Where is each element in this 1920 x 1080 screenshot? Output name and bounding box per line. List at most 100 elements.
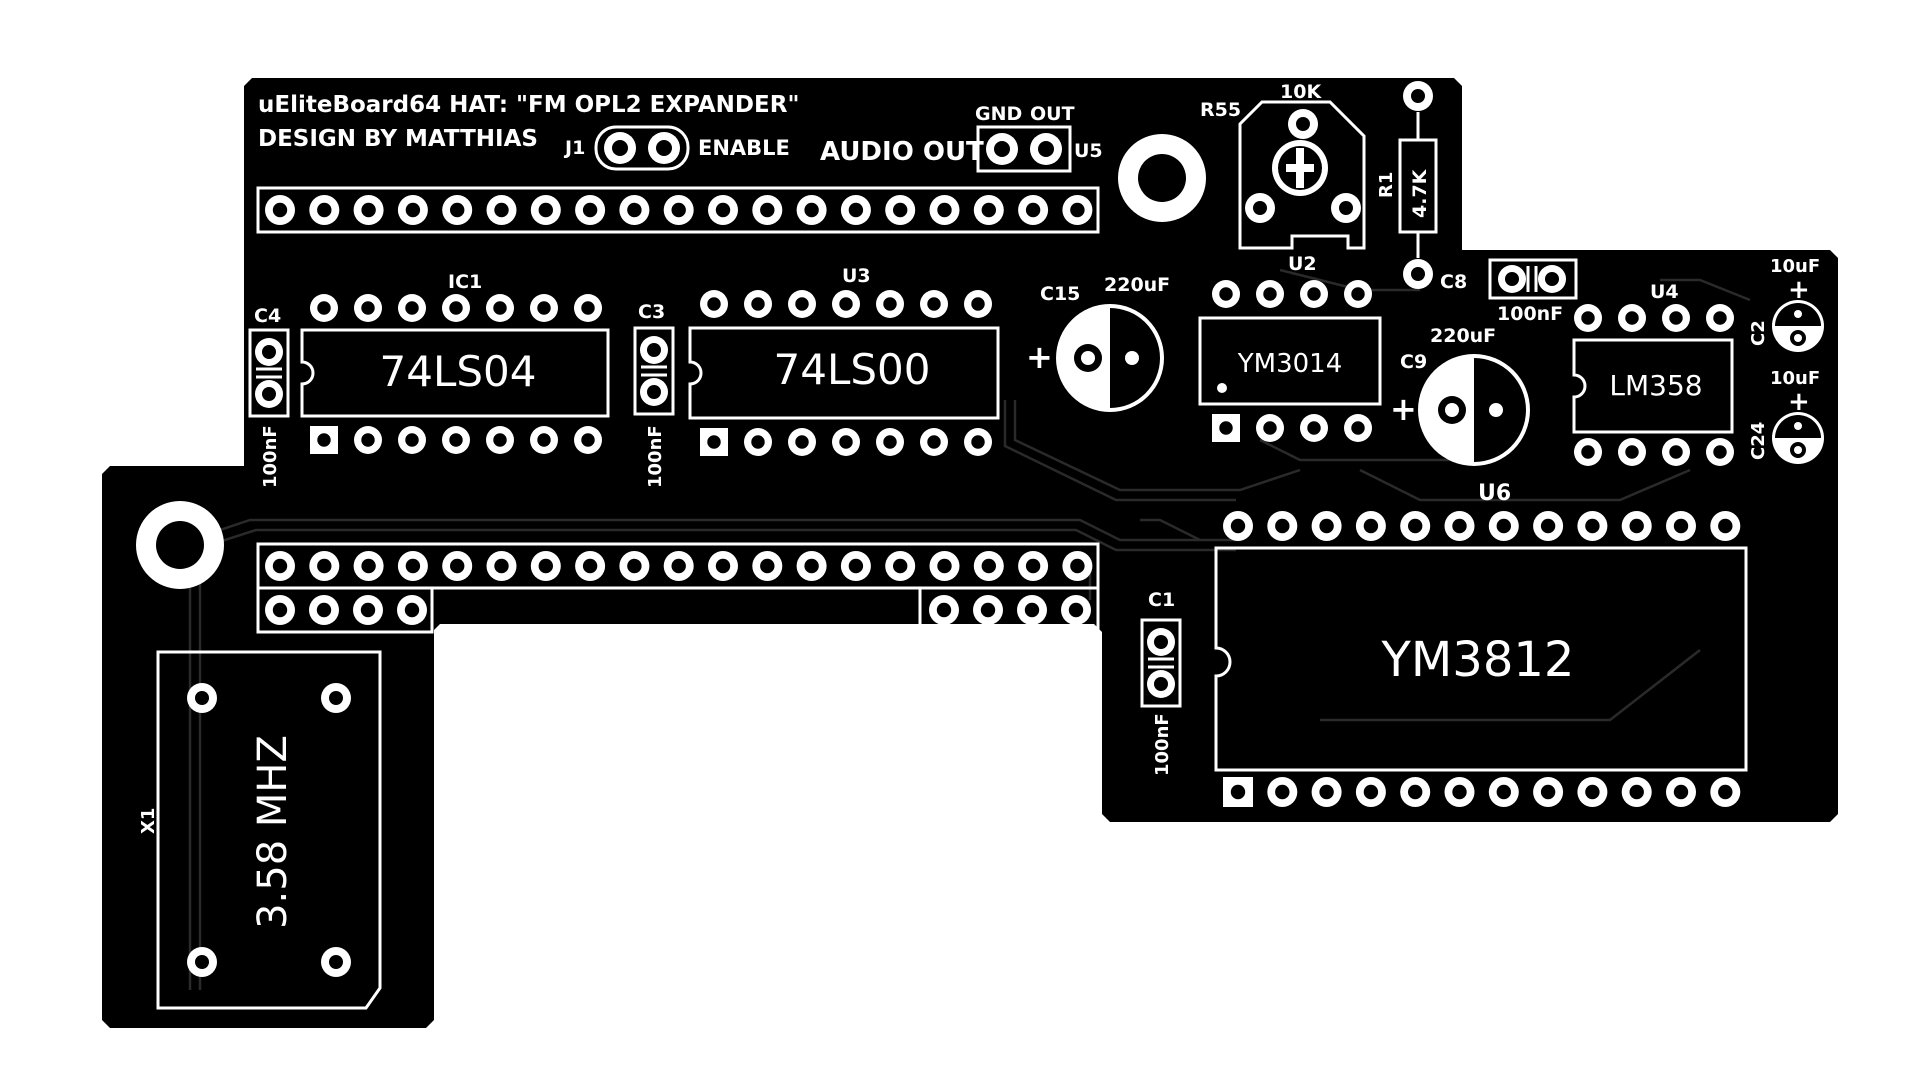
pad-hole [1625, 311, 1639, 325]
pad-hole [1581, 311, 1595, 325]
pad-hole [1585, 518, 1600, 534]
c4-outline [248, 328, 290, 418]
pad-hole [1408, 518, 1423, 534]
u3-ref-label: U3 [842, 265, 871, 287]
pad-hole [1713, 445, 1727, 459]
pad-hole [1713, 311, 1727, 325]
pad-hole [317, 301, 331, 315]
pad-hole [893, 558, 908, 574]
u6-chip-label: YM3812 [1381, 632, 1575, 688]
pad-hole [707, 435, 721, 449]
c1-capacitor [1147, 628, 1175, 698]
u3-chip-label: 74LS00 [774, 345, 931, 394]
c15-ref-label: C15 [1040, 283, 1080, 305]
ic1-outline [300, 328, 610, 418]
c3-capacitor [640, 336, 668, 406]
pad-hole [538, 558, 553, 574]
pad-hole [715, 558, 731, 574]
r55-ref-label: R55 [1200, 99, 1241, 121]
pad-hole [272, 202, 288, 218]
ic1-pins-bottom [310, 426, 602, 454]
pad-hole [1351, 421, 1365, 435]
u2-outline [1198, 316, 1382, 406]
c2-value-label: 10uF [1770, 256, 1820, 277]
c8-value-label: 100nF [1497, 303, 1563, 325]
pad-hole [405, 202, 421, 218]
pad-hole [1263, 287, 1277, 301]
c3-value-label: 100nF [645, 425, 666, 488]
r55-value-label: 10K [1280, 81, 1322, 103]
pad-hole [581, 433, 595, 447]
pad-hole [1408, 784, 1423, 800]
pad-hole [1673, 784, 1689, 800]
u2-chip-label: YM3014 [1237, 349, 1342, 379]
pad-hole [582, 558, 598, 574]
pad-hole [361, 202, 376, 218]
pad-hole [1718, 518, 1733, 534]
u2-pins-top [1212, 280, 1372, 308]
top-header [265, 195, 1093, 225]
j1-outline [594, 125, 690, 171]
u4-pins-top [1574, 304, 1734, 332]
pad-hole [360, 602, 376, 618]
pad-hole [405, 433, 419, 447]
pad-hole [848, 202, 864, 218]
pad-hole [1025, 558, 1041, 574]
pad-hole [839, 435, 853, 449]
pad-hole [1219, 421, 1233, 435]
pad-hole [1307, 421, 1321, 435]
pad-hole [405, 301, 419, 315]
c2-capacitor [1772, 300, 1824, 352]
pad-hole [494, 558, 509, 574]
middle-header-left-extension [265, 595, 427, 625]
pad-hole [1452, 518, 1467, 534]
pad-hole [1363, 518, 1379, 534]
pad-hole [627, 558, 642, 574]
c9-plus-sign: + [1390, 390, 1417, 428]
pad-hole [537, 433, 551, 447]
pad-hole [937, 558, 952, 574]
pad-hole [1496, 518, 1512, 534]
pad-hole [795, 297, 809, 311]
audio-out-label: AUDIO OUT [820, 137, 984, 167]
u6-outline [1214, 546, 1748, 772]
pad-hole [1263, 421, 1277, 435]
c1-outline [1140, 618, 1182, 708]
u2-pin1-dot [1217, 383, 1227, 393]
pad-hole [581, 301, 595, 315]
r55-outline [1238, 100, 1366, 250]
c2-ref-label: C2 [1748, 320, 1769, 346]
pad-hole [1230, 784, 1246, 800]
pad-hole [1351, 287, 1365, 301]
r1-ref-label: R1 [1376, 172, 1397, 198]
r55-trimmer [1245, 109, 1361, 223]
u6-ref-label: U6 [1478, 481, 1511, 506]
pad-hole [981, 202, 996, 218]
copper-traces [188, 268, 1751, 990]
ic1-pins-top [310, 294, 602, 322]
pad-hole [1275, 784, 1290, 800]
pad-hole [1219, 287, 1233, 301]
x1-outline [156, 650, 382, 1010]
pad-hole [980, 602, 996, 618]
u5-ref-label: U5 [1074, 140, 1103, 162]
pad-hole [751, 297, 765, 311]
x1-crystal [187, 683, 351, 977]
pad-hole [971, 435, 985, 449]
pad-hole [361, 301, 375, 315]
c4-capacitor [255, 338, 283, 408]
pad-hole [361, 433, 375, 447]
pad-hole [751, 435, 765, 449]
pad-hole [1070, 558, 1085, 574]
pad-hole [1669, 445, 1683, 459]
pad-hole [839, 297, 853, 311]
pad-hole [1024, 602, 1040, 618]
u6-pins-top [1223, 511, 1741, 541]
c4-value-label: 100nF [260, 425, 281, 488]
pad-hole [1363, 784, 1379, 800]
pad-hole [1496, 784, 1512, 800]
pad-hole [1319, 518, 1334, 534]
middle-header [265, 551, 1093, 581]
pad-hole [582, 202, 598, 218]
